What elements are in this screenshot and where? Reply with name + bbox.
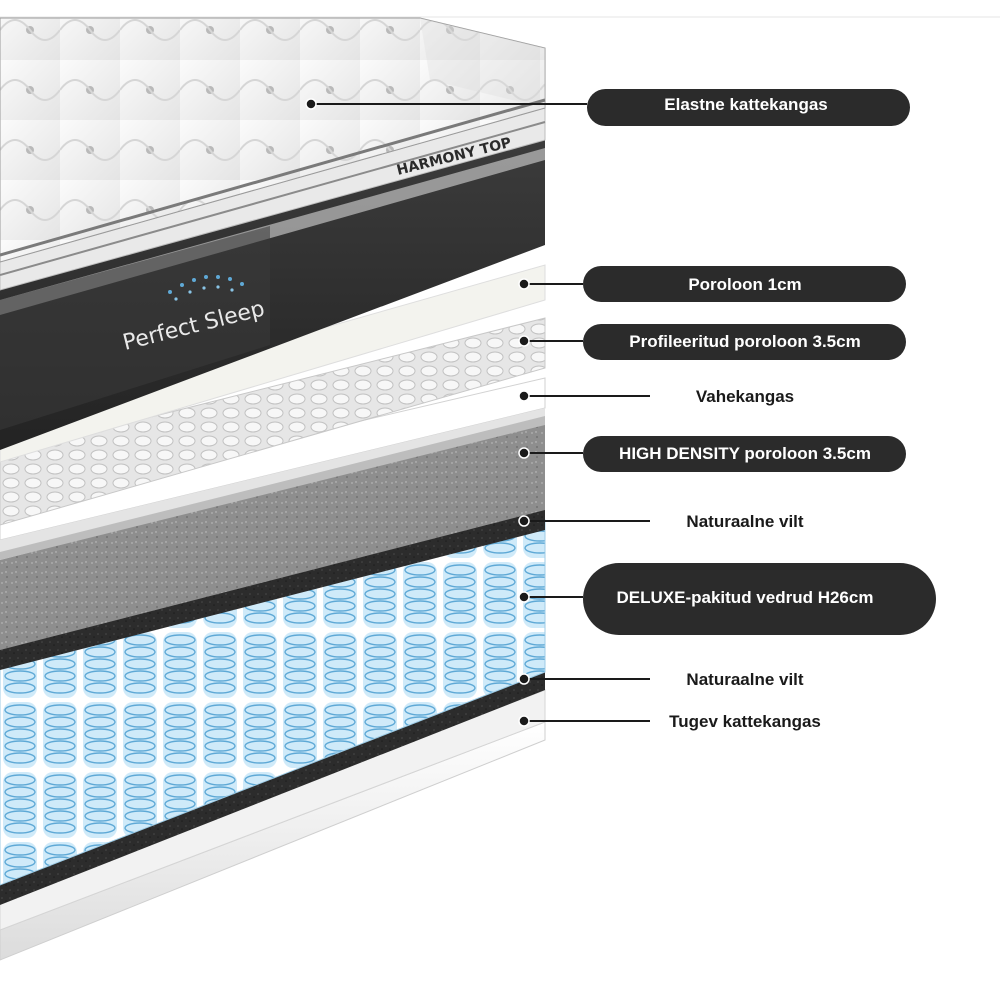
callout-1: Elastne kattekangas xyxy=(305,89,910,126)
layer-label: Profileeritud poroloon 3.5cm xyxy=(629,332,860,351)
callout-5: HIGH DENSITY poroloon 3.5cm xyxy=(518,436,906,472)
layer-label: Vahekangas xyxy=(696,387,794,406)
layer-label: Naturaalne vilt xyxy=(686,512,803,531)
callout-7: DELUXE-pakitud vedrud H26cm xyxy=(518,563,936,635)
layer-label: Elastne kattekangas xyxy=(664,95,827,114)
mattress-quilted-top xyxy=(0,17,546,263)
dot-marker-icon xyxy=(518,335,530,347)
layer-label: HIGH DENSITY poroloon 3.5cm xyxy=(619,444,871,463)
dot-marker-icon xyxy=(518,515,530,527)
dot-marker-icon xyxy=(518,715,530,727)
callout-9: Tugev kattekangas xyxy=(518,712,821,731)
layer-profiled-foam xyxy=(0,317,546,526)
layer-high-density-foam xyxy=(0,420,545,650)
callout-8: Naturaalne vilt xyxy=(518,670,804,689)
callout-4: Vahekangas xyxy=(518,387,794,406)
label-pill xyxy=(583,436,906,472)
mattress-illustration: Perfect Sleep HARMONY TOP xyxy=(0,17,546,961)
dot-marker-icon xyxy=(518,591,530,603)
label-pill xyxy=(583,563,936,635)
layer-label: Tugev kattekangas xyxy=(669,712,821,731)
layer-label: Poroloon 1cm xyxy=(688,275,801,294)
dot-marker-icon xyxy=(518,447,530,459)
callout-6: Naturaalne vilt xyxy=(518,512,804,531)
callout-2: Poroloon 1cm xyxy=(518,266,906,302)
layer-foam-1cm xyxy=(0,264,546,463)
layer-felt-bottom xyxy=(0,670,545,905)
label-pill xyxy=(583,266,906,302)
layer-label: DELUXE-pakitud vedrud H26cm xyxy=(617,588,874,607)
dot-marker-icon xyxy=(518,278,530,290)
dot-marker-icon xyxy=(518,390,530,402)
brand-panel xyxy=(0,226,270,430)
dot-marker-icon xyxy=(305,98,317,110)
dot-marker-icon xyxy=(518,673,530,685)
label-pill xyxy=(587,89,910,126)
layer-label: Naturaalne vilt xyxy=(686,670,803,689)
layer-felt-top xyxy=(0,505,545,670)
label-pill xyxy=(583,324,906,360)
callout-3: Profileeritud poroloon 3.5cm xyxy=(518,324,906,360)
brand-wave-icon xyxy=(168,275,244,301)
